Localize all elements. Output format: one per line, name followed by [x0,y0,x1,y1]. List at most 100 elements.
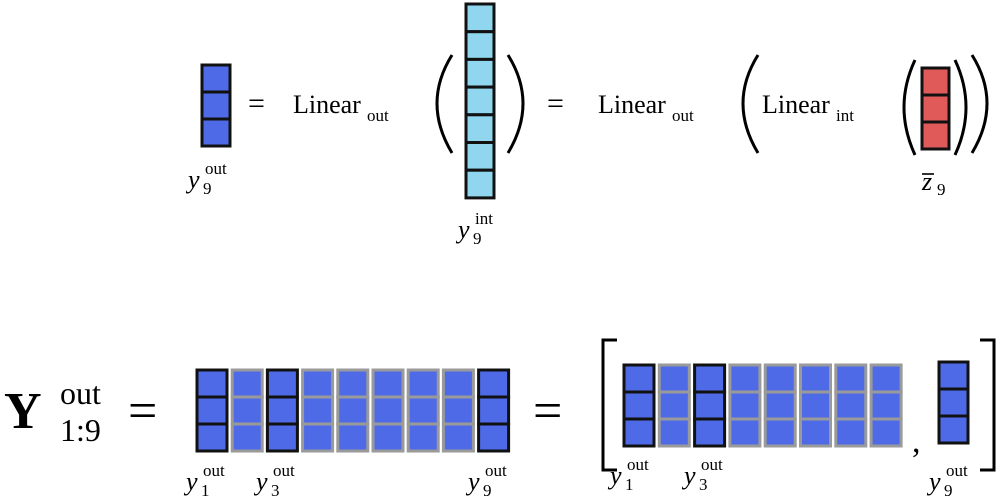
label-y3-right: y 3 out [681,455,723,494]
y-out-column-highlight [265,368,299,453]
vector-cell [693,417,727,448]
label-y9-right: y 9 out [926,461,968,499]
label-var: y [465,467,480,496]
y9-out-column [200,63,232,148]
linear-text-1: Linear [293,90,361,119]
vector-cell [230,368,264,399]
vector-cell [834,390,868,421]
left-paren-3 [902,59,917,156]
label-index: 3 [271,481,280,499]
label-var: y [607,461,622,490]
vector-cell [200,117,232,148]
label-index: 9 [203,179,212,198]
vector-cell [657,363,691,394]
z9-vector [920,66,951,151]
label-var: y [926,467,941,496]
sequence-left [195,368,511,453]
y-out-column [441,368,475,453]
y9-int-vector [464,2,496,200]
vector-cell [622,363,656,394]
label-index: 9 [944,481,953,499]
vector-cell [693,363,727,394]
vector-cell [622,417,656,448]
vector-cell [834,417,868,448]
label-sup: out [273,461,295,480]
y-out-column [230,368,264,453]
label-var: z [921,167,932,196]
vector-cell [937,414,970,445]
equals-2: = [547,87,564,120]
y-out-column-highlight [622,363,656,448]
vector-cell [406,422,440,453]
y9-out-column [937,360,970,445]
left-paren-2 [741,54,760,154]
vector-cell [265,368,299,399]
vector-cell [920,120,951,151]
vector-cell [371,422,405,453]
vector-cell [464,168,496,200]
equals-3: = [128,383,157,440]
vector-cell [464,141,496,172]
vector-cell [195,368,229,399]
vector-cell [265,422,299,453]
y-out-column [301,368,335,453]
vector-cell [477,368,511,399]
vector-cell [834,363,868,394]
vector-cell [406,395,440,426]
vector-cell [371,395,405,426]
vector-cell [371,368,405,399]
label-sup: out [205,159,227,178]
vector-cell [869,390,903,421]
vector-cell [230,422,264,453]
vector-cell [200,63,232,94]
label-y1-right: y 1 out [607,455,649,494]
vector-cell [464,113,496,145]
vector-cell [799,363,832,394]
y-out-column-highlight [195,368,229,453]
label-y3-left: y 3 out [253,461,295,499]
vector-cell [763,363,797,394]
label-y9-out-top: y 9 out [185,159,227,198]
linear-text-2: Linear [598,90,666,119]
vector-cell [301,368,335,399]
label-var: y [183,467,198,496]
vector-cell [336,368,370,399]
top-equation: = Linear out = Linear out Linear int y 9 [185,2,989,248]
label-var: y [253,467,268,496]
linear-sub-out-1: out [367,106,389,125]
vector-cell [937,387,970,418]
label-index: 9 [473,229,482,248]
label-sup: out [627,455,649,474]
vector-cell [464,30,496,61]
vector-cell [265,395,299,426]
y-out-column [799,363,832,448]
vector-cell [441,395,475,426]
right-paren-2 [970,54,989,154]
Y-out-symbol: Y out 1:9 [4,375,101,448]
linear-text-3: Linear [762,90,830,119]
z9-column [920,66,951,151]
y-out-column [406,368,440,453]
label-sup: out [701,455,723,474]
vector-cell [301,395,335,426]
linear-int-label: Linear int [762,90,854,125]
linear-out-label-2: Linear out [598,90,694,125]
label-sup: int [475,209,493,228]
left-bracket [601,338,617,472]
vector-cell [464,85,496,117]
label-var: y [455,215,470,244]
vector-cell [869,417,903,448]
vector-cell [937,360,970,391]
vector-cell [799,417,832,448]
label-index: 9 [937,180,946,199]
vector-cell [920,93,951,124]
vector-cell [200,90,232,121]
y-out-column [728,363,762,448]
vector-cell [622,390,656,421]
label-sup: out [203,461,225,480]
vector-cell [728,363,762,394]
y-out-column [834,363,868,448]
y-out-column-highlight [477,368,511,453]
